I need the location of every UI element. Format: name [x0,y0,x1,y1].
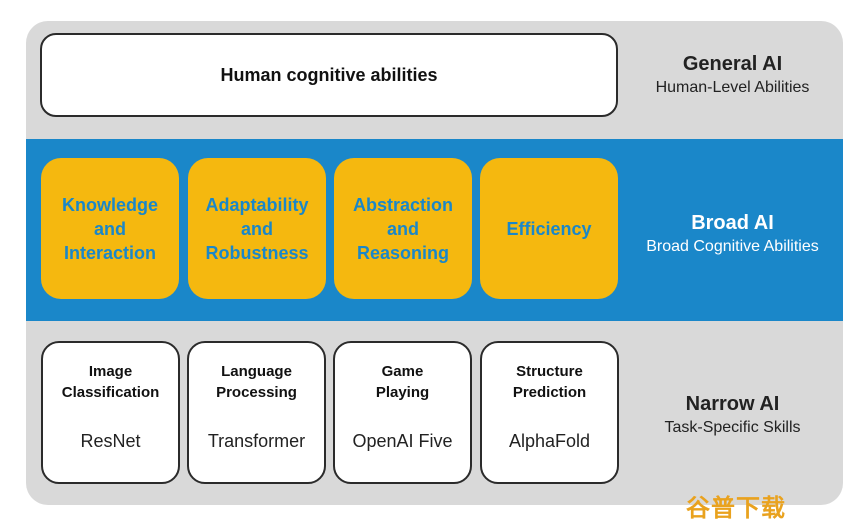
skill-model: AlphaFold [508,431,591,451]
skill-name: Language Processing [216,361,297,403]
human-cognitive-abilities-text: Human cognitive abilities [220,64,438,85]
skill-structure-prediction: Structure Prediction AlphaFold [480,341,619,484]
narrow-ai-label: Narrow AI Task-Specific Skills [626,391,839,439]
ability-efficiency: Efficiency [480,158,618,299]
narrow-ai-title: Narrow AI [685,393,780,415]
skill-model: Transformer [207,431,306,451]
skill-name-line: Language [221,363,292,380]
broad-ai-title: Broad AI [691,212,774,234]
skill-model: ResNet [80,431,141,451]
narrow-ai-subtitle: Task-Specific Skills [664,419,801,436]
ability-knowledge-interaction: Knowledge and Interaction [41,158,179,299]
general-ai-title: General AI [682,53,783,75]
general-ai-label: General AI Human-Level Abilities [626,51,839,99]
skill-name-line: Processing [216,384,297,401]
skill-name-line: Structure [516,363,583,380]
ability-text-line: Efficiency [506,218,592,239]
watermark-logo: 谷普下载 [686,494,786,522]
broad-ai-label: Broad AI Broad Cognitive Abilities [626,210,839,258]
skill-name: Image Classification [62,361,160,403]
ability-text-line: Reasoning [356,242,449,263]
human-cognitive-abilities-box: Human cognitive abilities [40,33,618,117]
skill-name-line: Image [88,363,133,380]
ability-text-line: and [93,218,126,239]
ability-text-line: Interaction [63,242,156,263]
ability-text-line: and [386,218,419,239]
skill-name: Game Playing [376,361,429,403]
ability-text-line: Abstraction [352,194,453,215]
skill-name-line: Game [381,363,424,380]
skill-name-line: Prediction [512,384,587,401]
skill-name: Structure Prediction [513,361,586,403]
broad-ai-subtitle: Broad Cognitive Abilities [646,238,819,255]
skill-image-classification: Image Classification ResNet [41,341,180,484]
skill-name-line: Playing [375,384,430,401]
ability-text-line: and [240,218,273,239]
skill-name-line: Classification [61,384,160,401]
ability-text-line: Robustness [205,242,309,263]
skill-model: OpenAI Five [352,431,453,451]
ability-adaptability-robustness: Adaptability and Robustness [188,158,326,299]
ability-text-line: Adaptability [205,194,309,215]
skill-game-playing: Game Playing OpenAI Five [333,341,472,484]
general-ai-subtitle: Human-Level Abilities [655,79,810,96]
ability-text-line: Knowledge [61,194,158,215]
ability-abstraction-reasoning: Abstraction and Reasoning [334,158,472,299]
diagram-frame: Human cognitive abilities Knowledge and … [26,21,843,505]
skill-language-processing: Language Processing Transformer [187,341,326,484]
